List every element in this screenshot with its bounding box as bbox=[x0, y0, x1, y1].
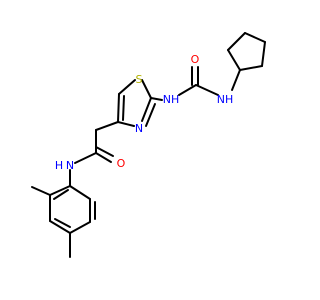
bond bbox=[145, 103, 156, 127]
bond bbox=[141, 79, 152, 99]
bond bbox=[122, 95, 125, 121]
bond bbox=[117, 121, 135, 127]
bond bbox=[239, 65, 263, 71]
bond bbox=[195, 84, 219, 96]
bond bbox=[141, 97, 152, 122]
thiazole-nitrogen-label: N bbox=[135, 122, 143, 135]
bond bbox=[150, 97, 163, 101]
acetamide-linker bbox=[74, 121, 119, 164]
bond bbox=[53, 189, 69, 200]
bond bbox=[227, 49, 241, 71]
cyclopentyl-ring bbox=[227, 32, 266, 71]
bond bbox=[95, 152, 112, 163]
thiazole-ring bbox=[117, 79, 163, 127]
dimethylphenyl-ring bbox=[31, 169, 96, 258]
bond bbox=[49, 185, 71, 196]
bond bbox=[178, 84, 197, 96]
urea-group bbox=[178, 66, 241, 96]
sulfur-atom-label: S bbox=[136, 73, 143, 86]
bond bbox=[227, 32, 246, 51]
urea-nh-label-thiazole-side: NH bbox=[163, 93, 180, 106]
bond bbox=[117, 93, 120, 123]
bond bbox=[74, 152, 97, 164]
bond bbox=[244, 32, 266, 43]
urea-oxygen-label: O bbox=[191, 53, 200, 66]
bond bbox=[69, 185, 91, 200]
amide-oxygen-label: O bbox=[117, 157, 126, 170]
molecule-structure: S N NH O NH O N H bbox=[31, 32, 266, 258]
amide-nitrogen-label: N bbox=[66, 159, 74, 172]
bond bbox=[231, 69, 241, 91]
urea-nh-label-cyclopentyl-side: NH bbox=[217, 93, 234, 106]
amide-hydrogen-label: H bbox=[55, 159, 63, 172]
bond bbox=[95, 121, 119, 131]
bond bbox=[69, 221, 91, 234]
bond bbox=[118, 79, 136, 95]
bond bbox=[54, 218, 71, 228]
bond bbox=[31, 186, 51, 196]
bond bbox=[49, 220, 71, 234]
bond bbox=[95, 146, 114, 157]
bond bbox=[261, 41, 266, 67]
